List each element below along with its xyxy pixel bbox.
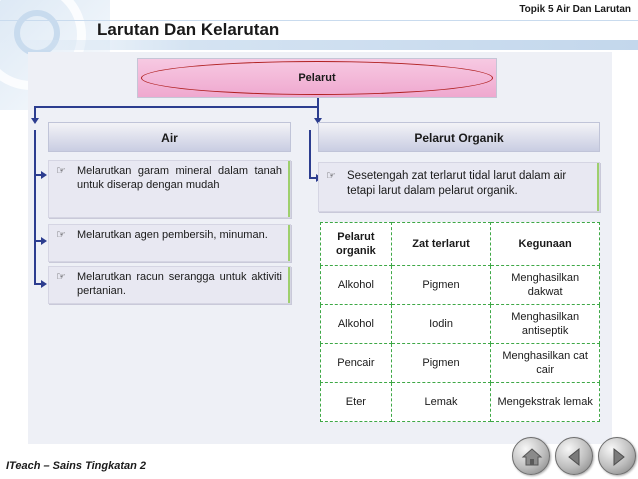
root-oval <box>141 61 493 95</box>
header-zat-terlarut: Zat terlarut <box>390 222 492 266</box>
table-row: Alkohol Pigmen Menghasilkan dakwat <box>320 265 600 305</box>
connector-right-down <box>317 106 319 121</box>
arrow-item-3 <box>41 280 47 288</box>
table-row: Alkohol Iodin Menghasilkan antiseptik <box>320 304 600 344</box>
pointing-hand-icon: ☞ <box>56 229 66 241</box>
home-button[interactable] <box>512 437 550 475</box>
table-cell: Lemak <box>390 382 492 422</box>
table-cell: Pigmen <box>390 343 492 383</box>
connector-root-down <box>317 98 319 108</box>
next-icon <box>613 447 625 467</box>
organik-description-text: Sesetengah zat terlarut tidal larut dala… <box>347 170 567 197</box>
table-cell: Alkohol <box>320 304 392 344</box>
connector-item-3 <box>34 283 42 285</box>
air-item-2-text: Melarutkan agen pembersih, minuman. <box>77 229 268 241</box>
table-cell: Iodin <box>390 304 492 344</box>
previous-button[interactable] <box>555 437 593 475</box>
root-label: Pelarut <box>298 72 336 84</box>
header-pelarut-organik: Pelarut organik <box>320 222 392 266</box>
air-item-3: ☞ Melarutkan racun serangga untuk aktivi… <box>48 266 291 304</box>
table-header-row: Pelarut organik Zat terlarut Kegunaan <box>320 222 600 266</box>
arrow-to-organik <box>314 118 322 124</box>
topic-label: Topik 5 Air Dan Larutan <box>519 4 631 15</box>
air-item-3-text: Melarutkan racun serangga untuk aktiviti… <box>77 271 282 297</box>
connector-item-1 <box>34 174 42 176</box>
table-cell: Pigmen <box>390 265 492 305</box>
table-row: Pencair Pigmen Menghasilkan cat cair <box>320 343 600 383</box>
root-node: Pelarut <box>137 58 497 98</box>
header-line <box>0 20 638 21</box>
air-item-2: ☞ Melarutkan agen pembersih, minuman. <box>48 224 291 262</box>
branch-air: Air <box>48 122 291 152</box>
connector-left-down <box>34 106 36 121</box>
connector-desc <box>309 177 317 179</box>
connector-item-2 <box>34 240 42 242</box>
connector-right-spine <box>309 130 311 178</box>
header-kegunaan: Kegunaan <box>490 222 600 266</box>
table-cell: Eter <box>320 382 392 422</box>
organik-description: ☞ Sesetengah zat terlarut tidal larut da… <box>318 162 600 212</box>
solvent-table: Pelarut organik Zat terlarut Kegunaan Al… <box>320 222 600 422</box>
table-cell: Menghasilkan dakwat <box>490 265 600 305</box>
footer-brand: ITeach – Sains Tingkatan 2 <box>6 460 146 472</box>
next-button[interactable] <box>598 437 636 475</box>
previous-icon <box>568 447 580 467</box>
header-band <box>0 40 638 50</box>
air-item-1: ☞ Melarutkan garam mineral dalam tanah u… <box>48 160 291 218</box>
table-cell: Pencair <box>320 343 392 383</box>
branch-pelarut-organik: Pelarut Organik <box>318 122 600 152</box>
table-cell: Alkohol <box>320 265 392 305</box>
table-cell: Menghasilkan antiseptik <box>490 304 600 344</box>
arrow-item-2 <box>41 237 47 245</box>
arrow-item-1 <box>41 171 47 179</box>
pointing-hand-icon: ☞ <box>56 271 66 283</box>
table-cell: Mengekstrak lemak <box>490 382 600 422</box>
table-row: Eter Lemak Mengekstrak lemak <box>320 382 600 422</box>
arrow-to-air <box>31 118 39 124</box>
connector-top <box>34 106 317 108</box>
home-icon <box>521 448 543 466</box>
pointing-hand-icon: ☞ <box>56 165 66 177</box>
table-cell: Menghasilkan cat cair <box>490 343 600 383</box>
pointing-hand-icon: ☞ <box>326 170 336 182</box>
page-title: Larutan Dan Kelarutan <box>97 20 280 39</box>
air-item-1-text: Melarutkan garam mineral dalam tanah unt… <box>77 165 282 191</box>
connector-left-spine <box>34 130 36 284</box>
